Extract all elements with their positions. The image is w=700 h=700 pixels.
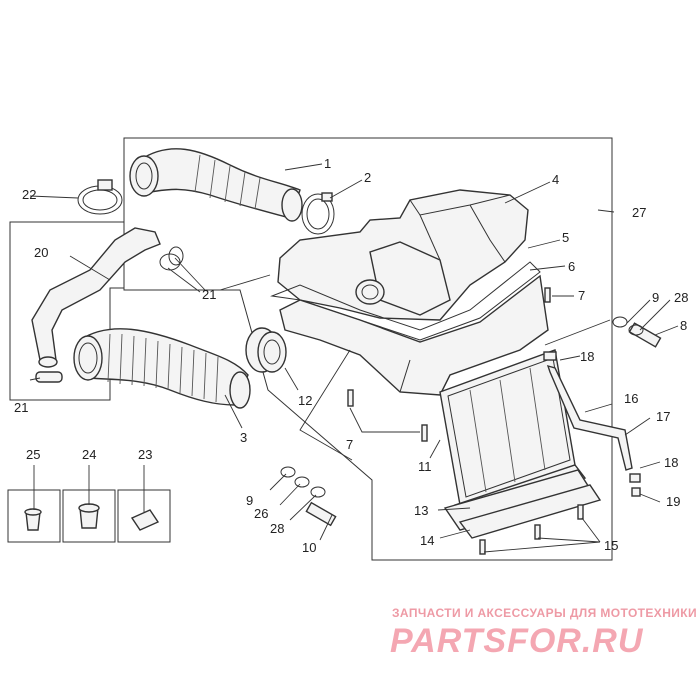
corrugated-duct — [73, 328, 251, 409]
rubber-ring — [245, 327, 287, 373]
part-label-18-upper: 18 — [580, 349, 594, 364]
hose-group-frame — [9, 221, 125, 401]
part-label-15: 15 — [604, 538, 618, 553]
assembly-frame — [123, 137, 613, 561]
part-label-9-left: 9 — [246, 493, 253, 508]
clamp-ring — [301, 192, 335, 235]
part-label-25: 25 — [26, 447, 40, 462]
part-label-10: 10 — [302, 540, 316, 555]
filter-frames — [443, 469, 602, 539]
part-label-11: 11 — [418, 459, 432, 474]
watermark: ЗАПЧАСТИ И АКСЕССУАРЫ ДЛЯ МОТОТЕХНИКИ PA… — [390, 606, 697, 660]
part-label-27: 27 — [632, 205, 646, 220]
part-label-7-upper: 7 — [578, 288, 585, 303]
watermark-logo: PARTSFOR.RU — [390, 622, 644, 660]
part-label-5: 5 — [562, 230, 569, 245]
small-clamps — [543, 351, 641, 497]
part-label-16: 16 — [624, 391, 638, 406]
drain-tube — [546, 364, 633, 471]
part-label-3: 3 — [240, 430, 247, 445]
airbox-cover — [277, 189, 529, 321]
part-label-2: 2 — [364, 170, 371, 185]
watermark-tagline: ЗАПЧАСТИ И АКСЕССУАРЫ ДЛЯ МОТОТЕХНИКИ — [392, 606, 697, 620]
part-label-21-lower: 21 — [14, 400, 28, 415]
part-label-24: 24 — [82, 447, 96, 462]
part-label-6: 6 — [568, 259, 575, 274]
part-number-labels: 1 2 3 4 5 6 7 7 8 9 9 10 11 12 13 14 15 … — [14, 156, 688, 555]
part-label-13: 13 — [414, 503, 428, 518]
part-label-9-right: 9 — [652, 290, 659, 305]
washers — [280, 316, 644, 498]
breather-hose — [31, 227, 161, 368]
intake-duct — [129, 148, 303, 222]
leader-lines — [29, 163, 679, 553]
part-label-19: 19 — [666, 494, 680, 509]
part-label-20: 20 — [34, 245, 48, 260]
part-label-7-lower: 7 — [346, 437, 353, 452]
airbox-body — [279, 274, 549, 396]
part-label-17: 17 — [656, 409, 670, 424]
part-label-23: 23 — [138, 447, 152, 462]
part-label-21-upper: 21 — [202, 287, 216, 302]
clamp-ring-small — [77, 179, 123, 215]
screws — [305, 287, 662, 555]
part-label-14: 14 — [420, 533, 434, 548]
part-label-4: 4 — [552, 172, 559, 187]
part-label-12: 12 — [298, 393, 312, 408]
part-label-28-right: 28 — [674, 290, 688, 305]
part-label-26: 26 — [254, 506, 268, 521]
part-label-8: 8 — [680, 318, 687, 333]
part-label-28-left: 28 — [270, 521, 284, 536]
part-label-1: 1 — [324, 156, 331, 171]
part-label-18-lower: 18 — [664, 455, 678, 470]
part-label-22: 22 — [22, 187, 36, 202]
